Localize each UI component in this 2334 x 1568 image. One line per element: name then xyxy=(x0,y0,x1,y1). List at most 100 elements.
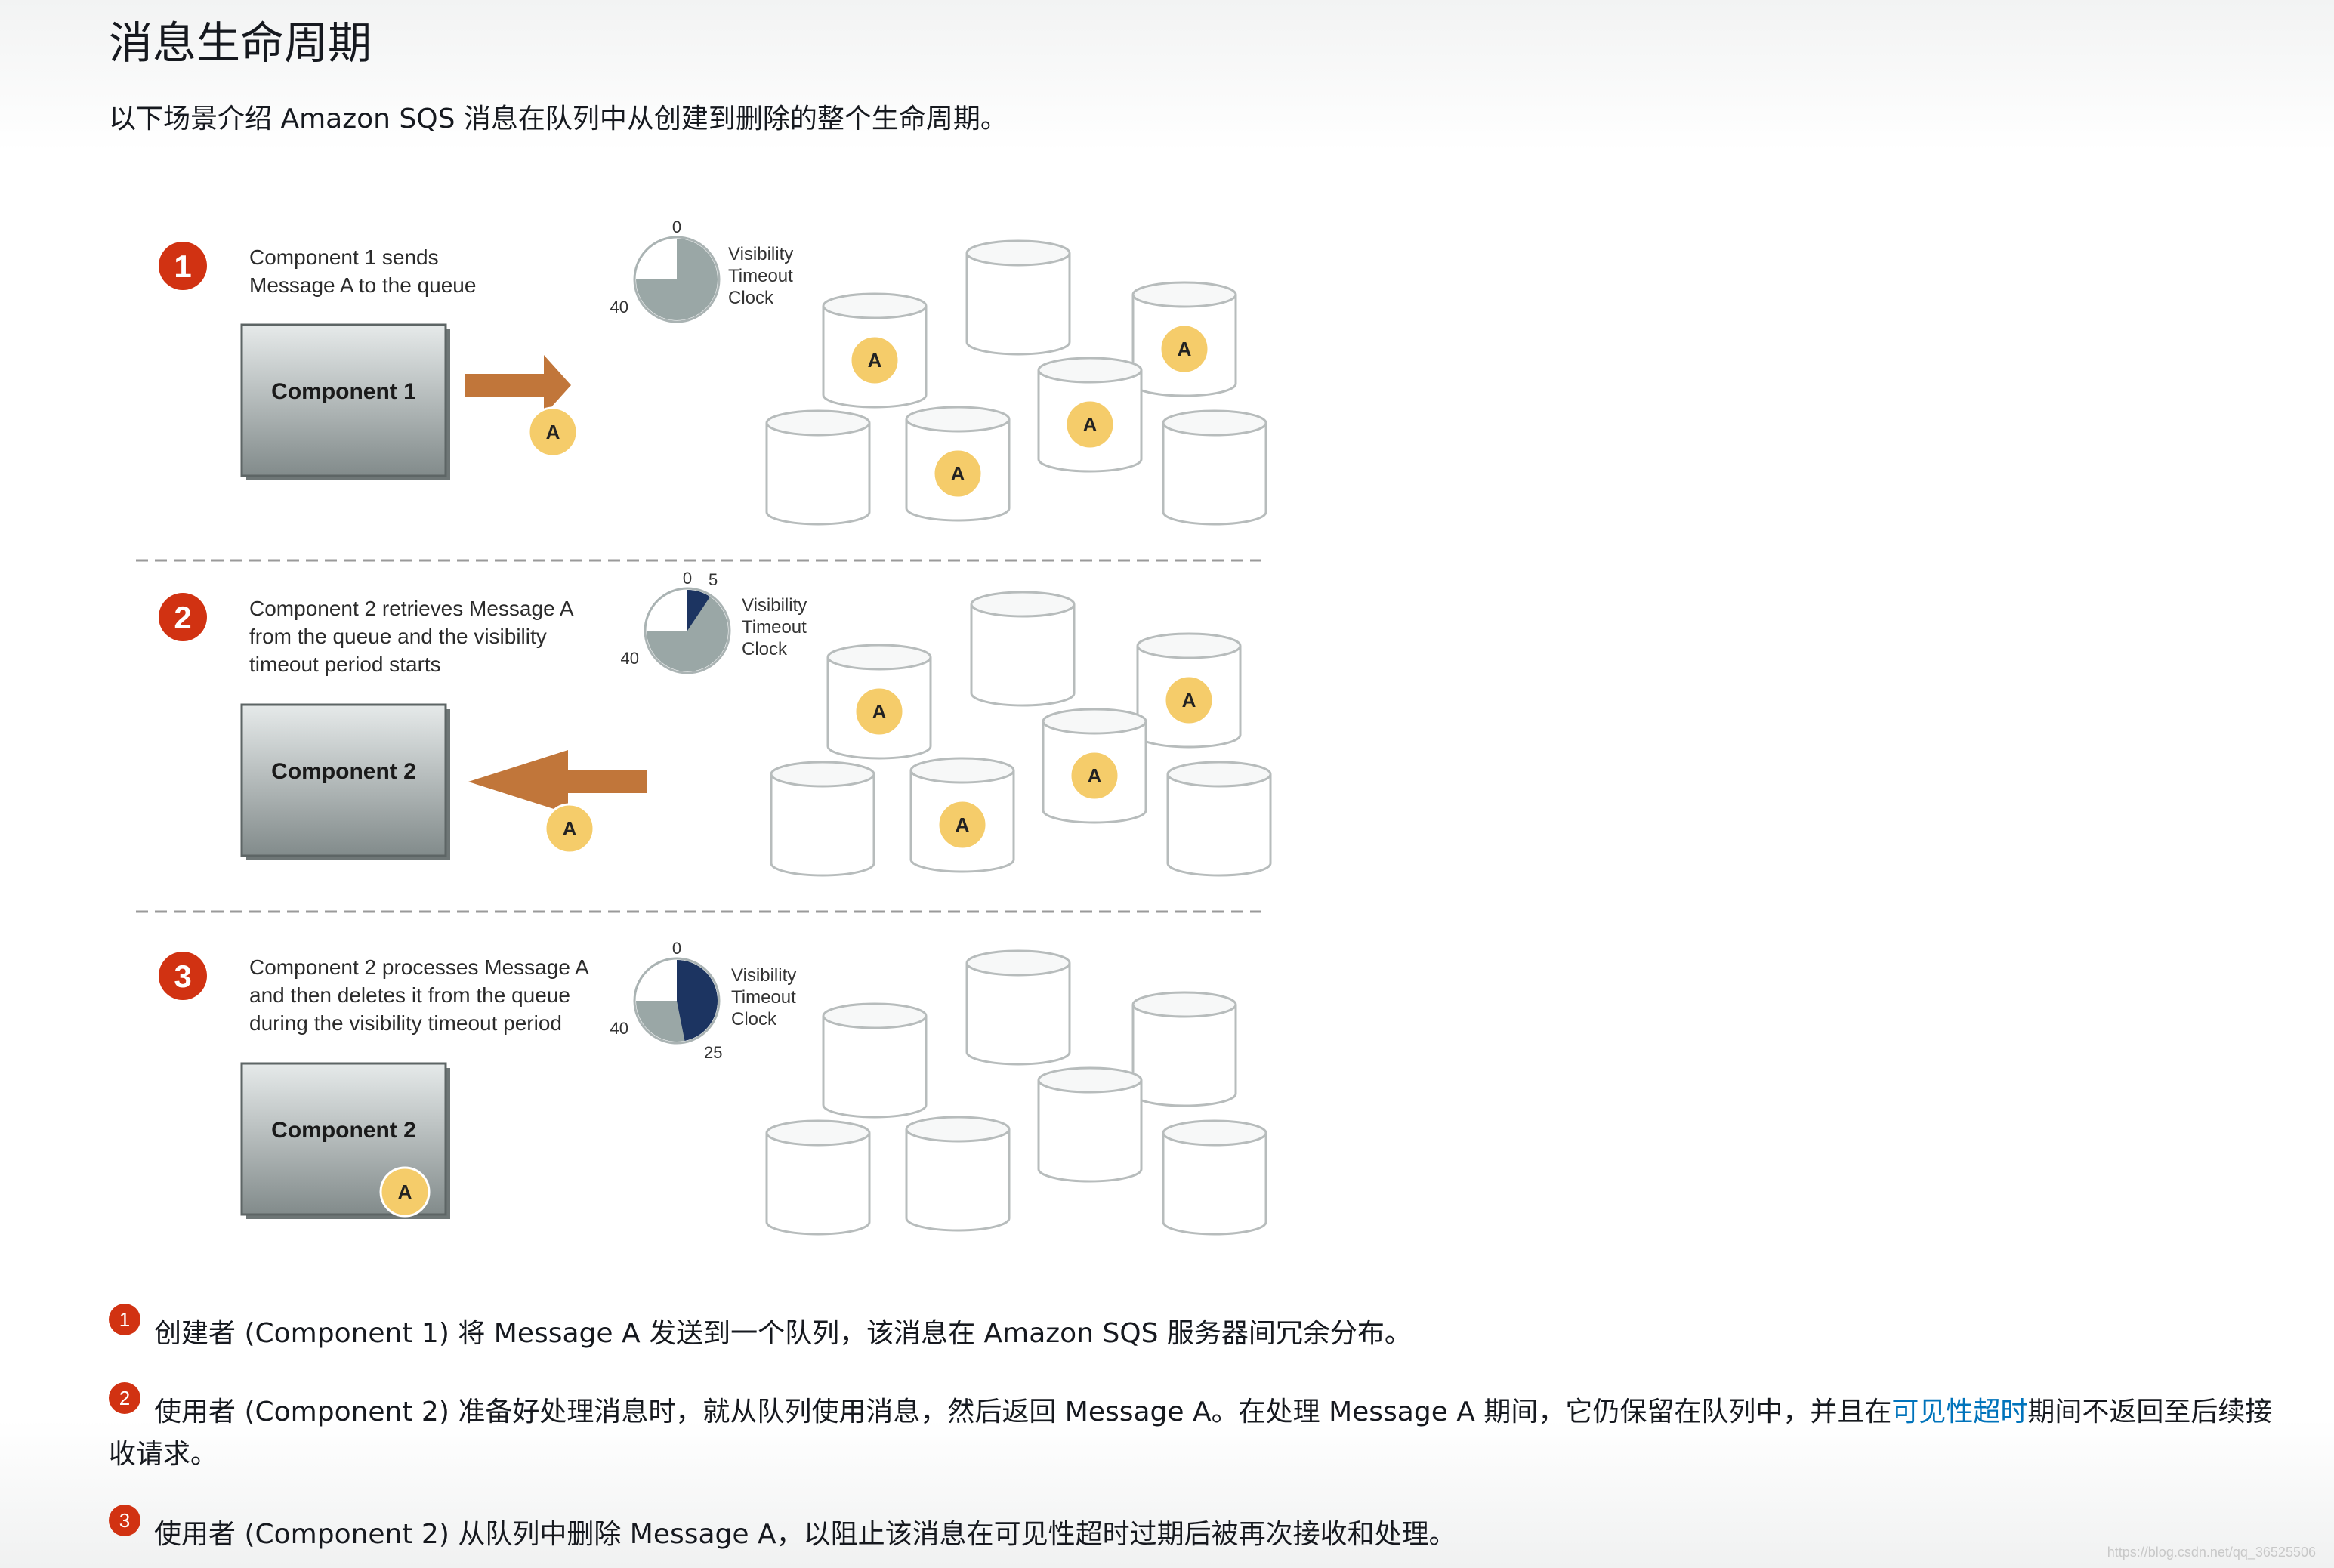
message-a-copy-label: A xyxy=(868,349,882,372)
message-a-copy xyxy=(932,448,983,499)
intro-text: 以下场景介绍 Amazon SQS 消息在队列中从创建到删除的整个生命周期。 xyxy=(109,103,1008,134)
clock-tick-0: 0 xyxy=(683,569,692,588)
clock-caption-line: Clock xyxy=(731,1009,777,1029)
panel-2-caption-line: Component 2 retrieves Message A xyxy=(249,597,574,620)
queue-server-body xyxy=(970,604,1076,707)
panel-3-caption-line: and then deletes it from the queue xyxy=(249,983,570,1007)
queue-server-top xyxy=(826,644,932,671)
clock-caption-line: Visibility xyxy=(728,244,793,264)
message-a-copy-label: A xyxy=(956,813,970,836)
queue-server-6 xyxy=(905,1116,1011,1232)
queue-server-3: A xyxy=(1131,281,1237,397)
panel-3-caption-line: during the visibility timeout period xyxy=(249,1011,562,1035)
queue-server-body xyxy=(965,253,1071,356)
panel-1-badge-number: 1 xyxy=(174,248,191,284)
queue-server-top xyxy=(1136,632,1242,659)
clock-caption-line: Clock xyxy=(742,639,788,659)
queue-server-2 xyxy=(970,591,1076,707)
clock-timeout-window xyxy=(636,239,718,320)
queue-server-top xyxy=(765,1119,871,1147)
queue-server-2 xyxy=(965,949,1071,1066)
queue-server-7 xyxy=(1162,409,1267,526)
queue-server-1: A xyxy=(822,292,928,409)
queue-server-top xyxy=(1042,708,1147,735)
message-a xyxy=(527,406,579,458)
queue-server-3 xyxy=(1131,991,1237,1107)
panel-1-caption-line: Message A to the queue xyxy=(249,273,476,297)
panel-3: 3 Component 2 processes Message A and then… xyxy=(159,939,1267,1236)
step-2-text-after: 期间不返回至后续接收请求。 xyxy=(109,1397,2273,1470)
step-2-badge: 2 xyxy=(109,1382,140,1414)
queue-server-7 xyxy=(1166,761,1272,877)
queue-server-body xyxy=(1166,774,1272,877)
queue-server-top xyxy=(905,406,1011,433)
header-background xyxy=(0,0,2334,151)
panel-2-badge xyxy=(159,593,207,641)
step-2-text-before: 使用者 (Component 2) 准备好处理消息时，就从队列使用消息，然后返回… xyxy=(154,1397,1892,1428)
clock-tick-40: 40 xyxy=(621,649,639,668)
message-a-copy-label: A xyxy=(1083,413,1098,436)
component-name: Component 2 xyxy=(271,759,416,784)
queue-server-body xyxy=(1162,1133,1267,1236)
queue-server-5 xyxy=(765,1119,871,1236)
panel-3-caption-line: Component 2 processes Message A xyxy=(249,955,589,979)
panel-3-badge-number: 3 xyxy=(174,958,191,994)
message-a-label: A xyxy=(546,421,560,443)
queue-server-body xyxy=(770,774,875,877)
footer-background xyxy=(0,1420,2334,1568)
queue-server-top xyxy=(765,409,871,437)
message-a-copy-label: A xyxy=(951,462,965,485)
queue-server-top xyxy=(1037,357,1143,384)
queue-server-body xyxy=(1131,1005,1237,1107)
queue-server-1: A xyxy=(826,644,932,760)
watermark: https://blog.csdn.net/qq_36525506 xyxy=(2107,1545,2316,1560)
step-3-text: 使用者 (Component 2) 从队列中删除 Message A，以阻止该消… xyxy=(154,1519,1456,1550)
panel-2-badge-number: 2 xyxy=(174,600,191,635)
queue-server-body xyxy=(1037,1080,1143,1183)
visibility-timeout-link[interactable]: 可见性超时 xyxy=(1891,1397,2028,1428)
queue-server-6: A xyxy=(905,406,1011,522)
queue-server-top xyxy=(1162,409,1267,437)
clock-tick-25: 25 xyxy=(704,1043,722,1062)
queue-server-top xyxy=(965,949,1071,977)
component-box xyxy=(240,703,447,857)
panel-3-badge xyxy=(159,952,207,1000)
message-a-copy xyxy=(1159,323,1210,375)
queue-server-top xyxy=(1037,1066,1143,1094)
clock-caption-line: Visibility xyxy=(742,595,807,616)
clock-caption-line: Timeout xyxy=(728,266,793,286)
component-box xyxy=(240,323,447,477)
queue-server-top xyxy=(909,757,1015,784)
clock-caption-line: Visibility xyxy=(731,965,796,986)
panel-2-caption-line: timeout period starts xyxy=(249,653,441,676)
component-name: Component 1 xyxy=(271,379,416,404)
message-a-copy-label: A xyxy=(1182,689,1196,711)
queue-server-4 xyxy=(1037,1066,1143,1183)
panel-2-caption-line: from the queue and the visibility xyxy=(249,625,547,648)
page-title: 消息生命周期 xyxy=(109,17,372,69)
message-a-copy xyxy=(1163,674,1215,726)
queue-server-1 xyxy=(822,1002,928,1119)
clock-caption-line: Timeout xyxy=(731,987,796,1008)
message-a-label: A xyxy=(563,817,577,840)
queue-server-5 xyxy=(765,409,871,526)
queue-server-top xyxy=(970,591,1076,618)
queue-server-body xyxy=(965,963,1071,1066)
queue-server-top xyxy=(1131,991,1237,1018)
message-a-copy-label: A xyxy=(1088,764,1102,787)
message-a xyxy=(544,803,595,854)
queue-server-4: A xyxy=(1042,708,1147,824)
clock-tick-5: 5 xyxy=(709,570,718,589)
message-a-copy-label: A xyxy=(1178,338,1192,360)
clock-tick-40: 40 xyxy=(610,298,628,316)
queue-server-body xyxy=(765,423,871,526)
queue-server-top xyxy=(1166,761,1272,788)
panel-2: 2 Component 2 retrieves Message A from the… xyxy=(136,569,1272,913)
queue-server-top xyxy=(1131,281,1237,308)
receive-arrow xyxy=(468,750,647,813)
